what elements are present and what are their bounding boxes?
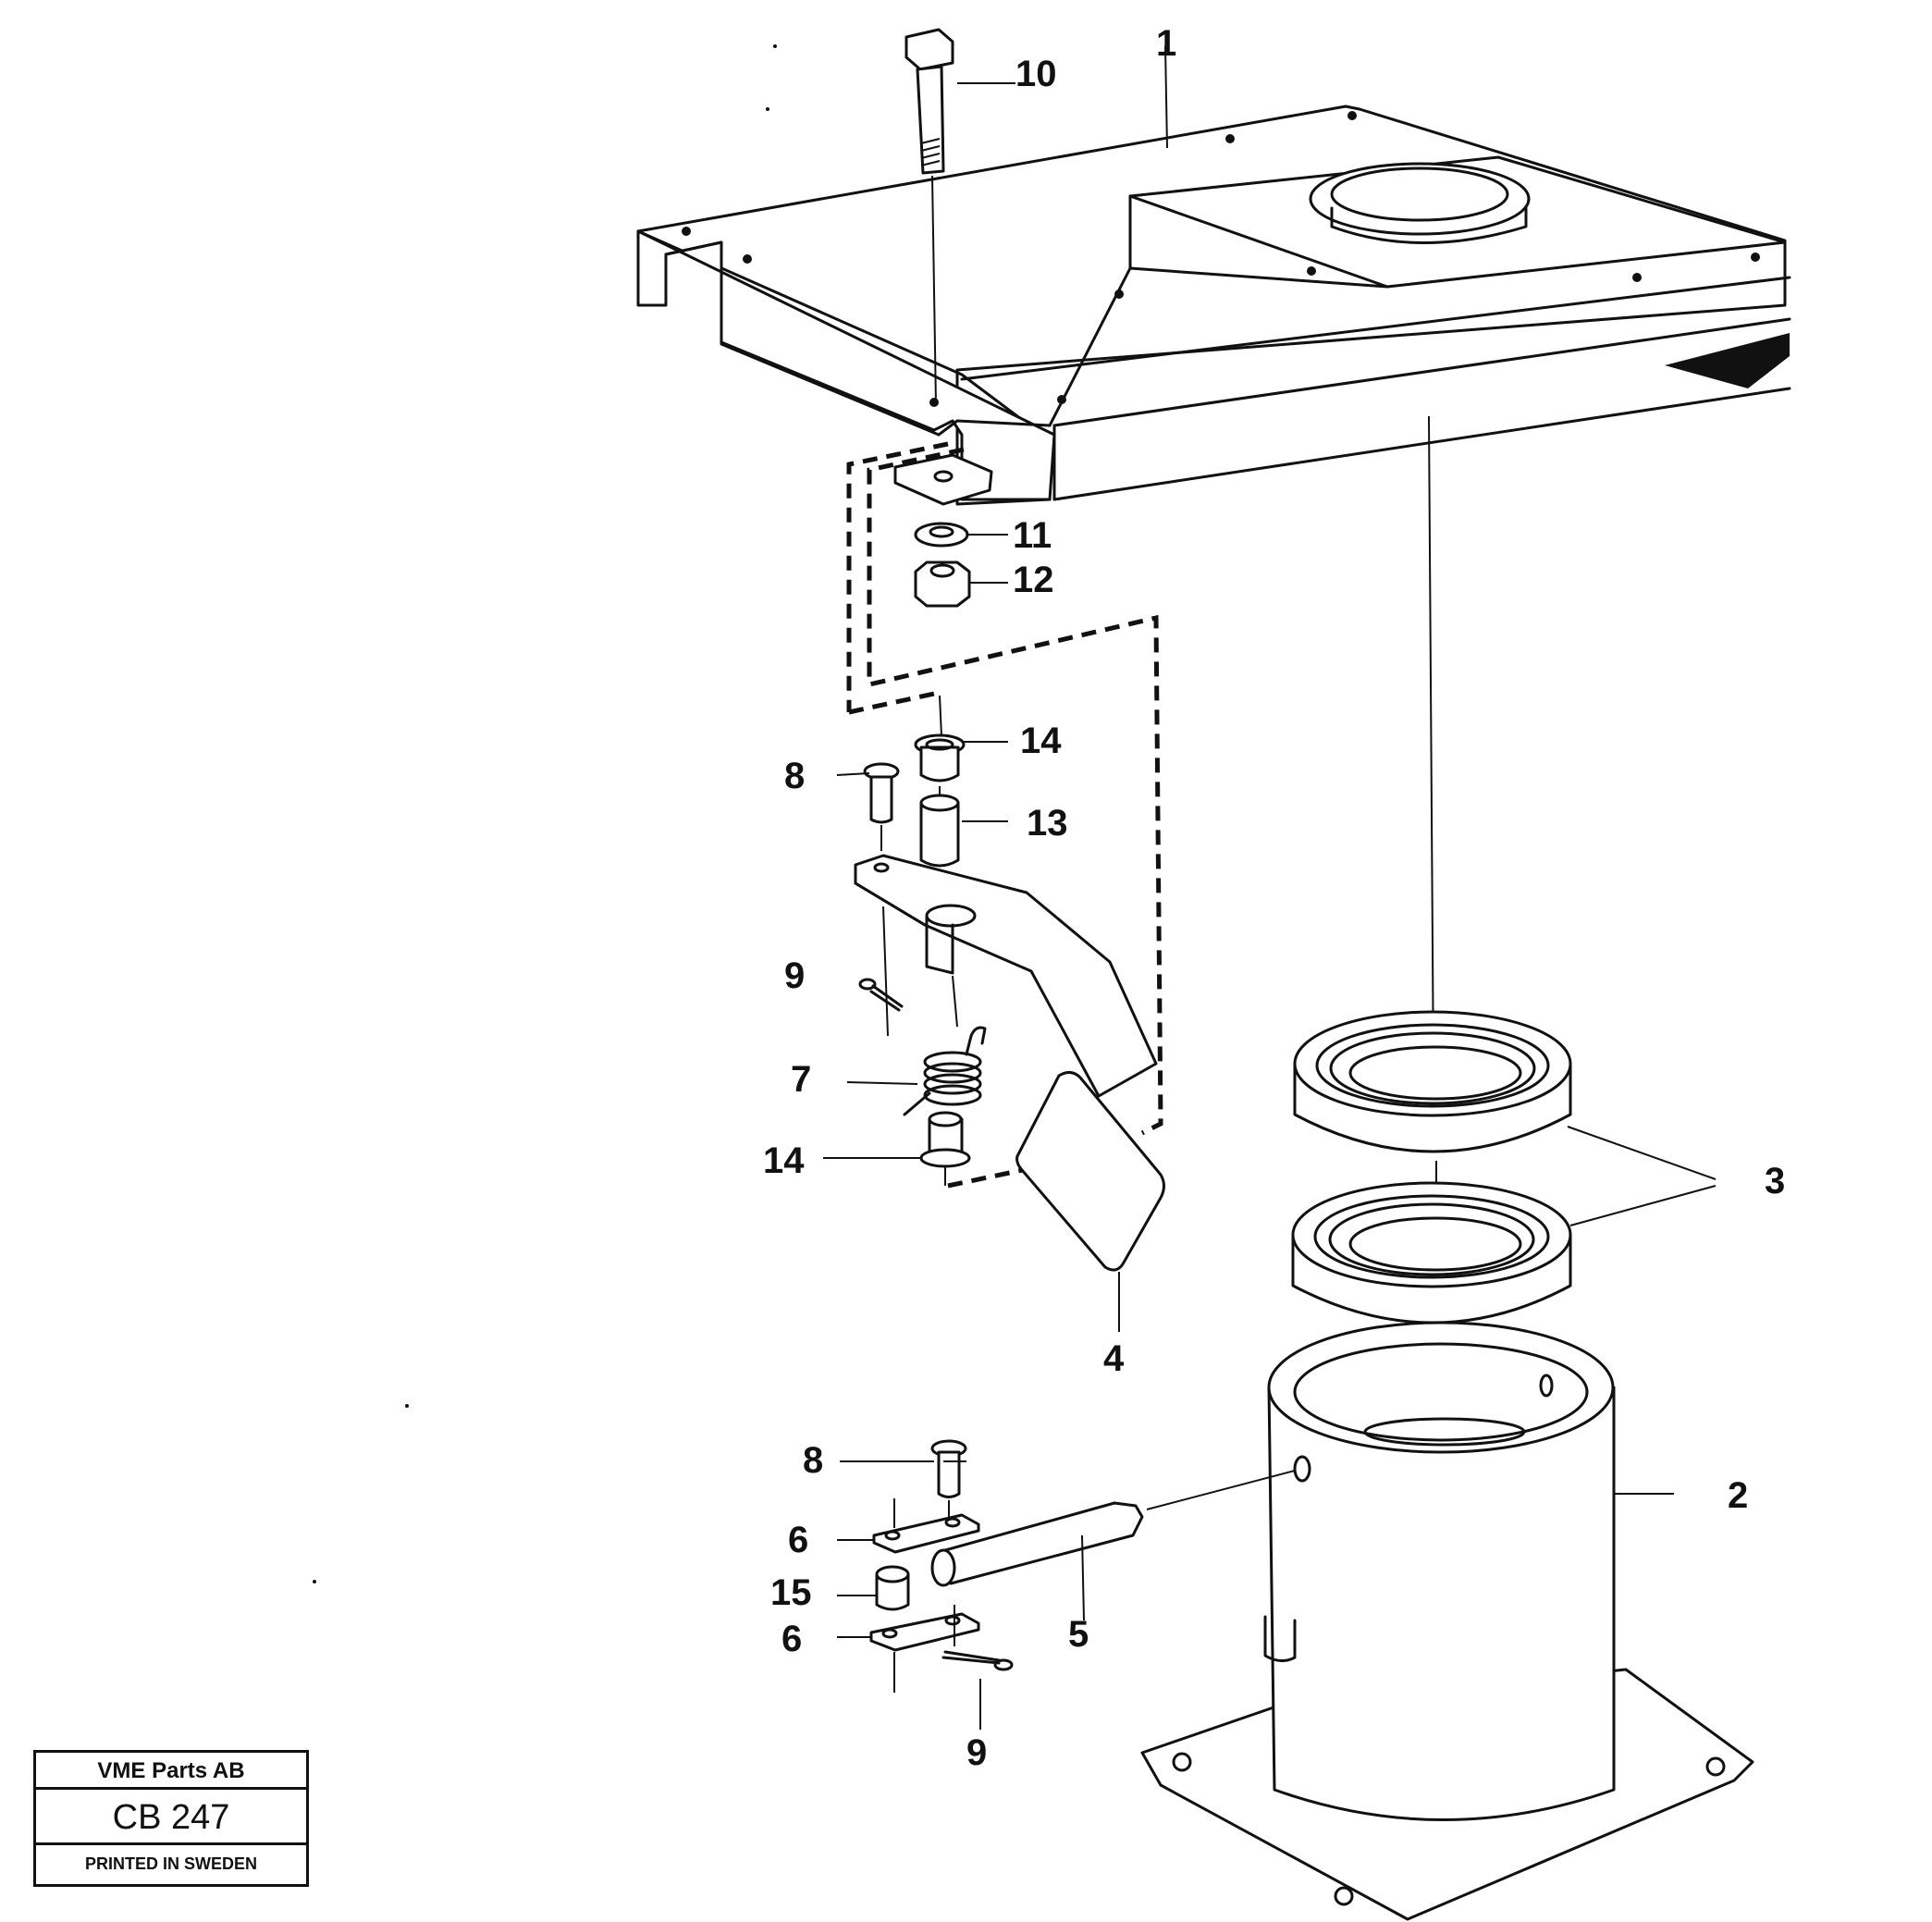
callout-8-upper: 8 (784, 756, 805, 796)
bushing-part-14-upper (914, 695, 966, 782)
bolt-part-10 (904, 28, 954, 406)
print-dot (405, 1404, 409, 1408)
sleeve-part-13 (919, 786, 960, 868)
callout-11: 11 (1013, 515, 1052, 556)
print-dot (773, 44, 777, 48)
bearing-part-3-upper (1293, 1010, 1572, 1153)
frame-plate-part (636, 105, 1791, 506)
title-block-code: CB 247 (36, 1790, 306, 1845)
pin-part-8-lower (930, 1439, 967, 1517)
center-axis-line (1428, 415, 1434, 1081)
bushing-part-14-lower (919, 1111, 971, 1186)
title-block: VME Parts AB CB 247 PRINTED IN SWEDEN (33, 1750, 309, 1887)
cotter-pin-part-9-upper (858, 978, 904, 1012)
callout-labels: 1 10 11 12 14 13 8 9 7 14 3 4 8 2 6 15 5… (763, 23, 1785, 1773)
bushing-part-15 (875, 1565, 910, 1611)
callout-13: 13 (1027, 803, 1068, 844)
callout-14-lower: 14 (763, 1140, 805, 1181)
print-dot (766, 107, 769, 111)
callout-1: 1 (1156, 23, 1176, 64)
callout-12: 12 (1013, 560, 1054, 600)
callout-4: 4 (1103, 1338, 1125, 1379)
spring-part-7 (903, 975, 987, 1116)
callout-5: 5 (1068, 1614, 1089, 1655)
title-block-company: VME Parts AB (36, 1753, 306, 1790)
callout-leaders (823, 45, 1717, 1638)
callout-2: 2 (1728, 1475, 1748, 1516)
cotter-pin-part-9-lower (941, 1650, 1014, 1730)
plate-part-6-lower (869, 1605, 980, 1693)
plate-part-6-upper (872, 1498, 980, 1554)
callout-6-upper: 6 (788, 1520, 808, 1560)
pedal-part-4 (854, 854, 1165, 1332)
callout-8-lower: 8 (803, 1440, 823, 1481)
housing-part-2 (1140, 1321, 1754, 1921)
nut-part-12 (914, 561, 971, 608)
callout-9-upper: 9 (784, 955, 805, 996)
callout-15: 15 (770, 1572, 812, 1613)
callout-6-lower: 6 (781, 1619, 802, 1659)
callout-3: 3 (1765, 1161, 1785, 1201)
print-dot (313, 1580, 316, 1583)
pin-part-8-upper (863, 762, 900, 851)
bearing-part-3-lower (1291, 1161, 1572, 1411)
shaft-part-5 (930, 1470, 1296, 1621)
callout-7: 7 (791, 1059, 811, 1100)
callout-14-upper: 14 (1020, 721, 1062, 761)
mounting-bracket (893, 453, 993, 506)
washer-part-11 (914, 522, 969, 548)
title-block-note: PRINTED IN SWEDEN (84, 1854, 257, 1873)
callout-10: 10 (1015, 54, 1057, 94)
callout-9-lower: 9 (966, 1732, 987, 1773)
